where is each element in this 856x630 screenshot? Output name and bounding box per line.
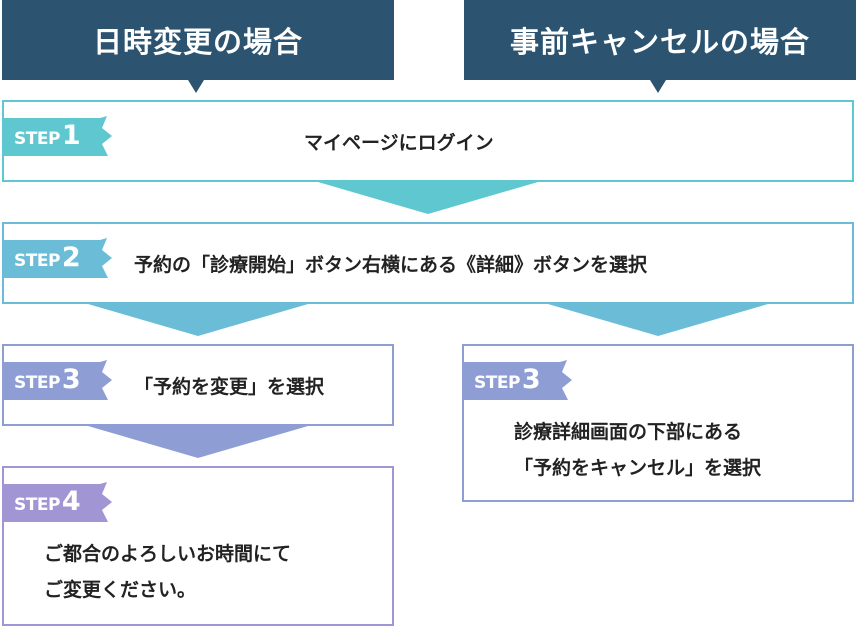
header-left-pointer [188, 80, 204, 93]
step3-right-line2: 「予約をキャンセル」を選択 [514, 457, 762, 479]
step3-left-box: STEP3 「予約を変更」を選択 [2, 344, 394, 426]
step2-tag-shape [4, 238, 112, 278]
step2-text: 予約の「診療開始」ボタン右横にある《詳細》ボタンを選択 [134, 254, 648, 276]
header-cancel: 事前キャンセルの場合 [464, 0, 856, 80]
step4-tag-label: STEP4 [14, 486, 81, 517]
step4-text: ご都合のよろしいお時間にて ご変更ください。 [44, 536, 291, 608]
step3-right-tag-label: STEP3 [474, 364, 541, 395]
step3-left-tag-shape [4, 360, 112, 400]
step1-tag-shape [4, 116, 112, 156]
step3-left-text: 「予約を変更」を選択 [134, 376, 325, 398]
header-right-pointer [650, 80, 666, 93]
step1-tag-label: STEP1 [14, 120, 81, 151]
step4-line2: ご変更ください。 [44, 579, 197, 601]
step4-tag: STEP4 [4, 482, 112, 522]
step3-left-tag: STEP3 [4, 360, 112, 400]
step2-tag-label: STEP2 [14, 242, 81, 273]
step4-box: STEP4 ご都合のよろしいお時間にて ご変更ください。 [2, 466, 394, 626]
step3-right-line1: 診療詳細画面の下部にある [514, 421, 743, 443]
step2-arrow-left [88, 304, 308, 336]
step3-right-tag: STEP3 [464, 360, 572, 400]
step1-tag: STEP1 [4, 116, 112, 156]
step4-line1: ご都合のよろしいお時間にて [44, 543, 292, 565]
step2-arrow-right [548, 304, 768, 336]
header-cancel-label: 事前キャンセルの場合 [509, 25, 810, 59]
step3-right-text: 診療詳細画面の下部にある 「予約をキャンセル」を選択 [514, 414, 761, 486]
step1-arrow [318, 182, 538, 214]
step2-tag: STEP2 [4, 238, 112, 278]
step3-left-tag-label: STEP3 [14, 364, 81, 395]
step3-left-arrow [88, 426, 308, 458]
step4-tag-shape [4, 482, 112, 522]
header-date-change-label: 日時変更の場合 [92, 25, 303, 59]
step3-right-tag-shape [464, 360, 572, 400]
step3-right-box: STEP3 診療詳細画面の下部にある 「予約をキャンセル」を選択 [462, 344, 854, 502]
step2-box: STEP2 予約の「診療開始」ボタン右横にある《詳細》ボタンを選択 [2, 222, 854, 304]
step1-text: マイページにログイン [304, 132, 494, 154]
step1-box: STEP1 マイページにログイン [2, 100, 854, 182]
header-date-change: 日時変更の場合 [2, 0, 394, 80]
